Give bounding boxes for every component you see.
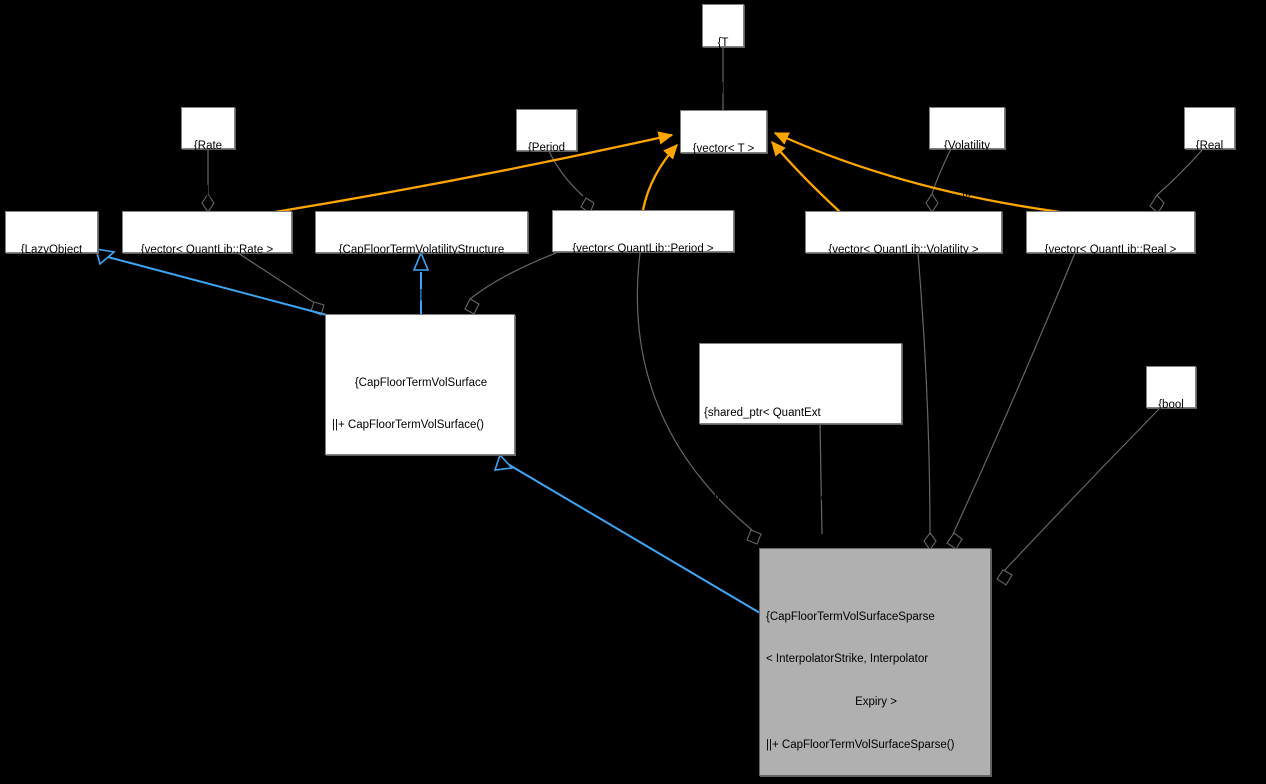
node-label-close: ||} [416,289,427,302]
edge-vectorreal-to-sparse [952,252,1076,535]
edge-period-to-vectorperiod [548,150,584,197]
node-vector-of-quantlib-rate[interactable]: {vector< QuantLib::Rate > ||} [122,211,292,301]
node-capfloor-term-volatility-structure[interactable]: {CapFloorTermVolatilityStructure ||} [315,211,528,301]
node-vector-of-t[interactable]: {vector< T > ||} [680,110,767,200]
node-label-close: ||} [1105,289,1116,302]
node-label: {vector< QuantLib::Period > [572,243,714,256]
class-title: {CapFloorTermVolSurfaceSparse [766,610,935,623]
node-real[interactable]: {Real ||} [1184,107,1235,197]
node-label-close: ||} [1204,185,1215,198]
node-line-2: ::OptionInterpolator2d [704,449,816,462]
edge-sharedptr-to-sparse [819,423,823,535]
node-label: {LazyObject [20,244,83,257]
node-label: {Rate [193,140,223,153]
edge-vectorvol-to-sparse [917,252,931,535]
node-label-close: ||} [541,187,552,200]
class-member: + CapFloorTermVolSurface() [332,504,479,517]
edge-volatility-to-vectorvol [931,148,952,195]
node-label: {vector< QuantLib::Real > [1044,244,1177,257]
class-member: + CapFloorTermVolSurface() [332,462,479,475]
node-label: {CapFloorTermVolatilityStructure [338,244,505,257]
triangle-lazyobject [94,248,116,266]
edge-real-to-vectorreal [1156,148,1204,196]
class-member: + CapFloorTermVolSurfaceSparse() [766,780,986,784]
node-line-4: Expiry > > [774,534,827,547]
edge-vectorperiod-to-surface [469,252,557,300]
node-label-close: ||} [46,289,57,302]
node-vector-of-quantlib-real[interactable]: {vector< QuantLib::Real > ||} [1026,211,1195,301]
node-label-close: ||} [962,185,972,198]
node-lazy-object[interactable]: {LazyObject ||} [5,211,98,301]
node-label-close: ||} [1166,444,1176,457]
node-bool[interactable]: {bool ||} [1146,366,1196,456]
node-label: {vector< T > [692,143,755,156]
edge-vectorreal-to-vectort [773,131,1061,214]
class-member: * performCalculations() [332,675,450,688]
node-label-close: ||} [718,82,728,95]
node-label-close: ||} [203,185,213,198]
triangle-surface [493,453,514,471]
node-vector-of-quantlib-period[interactable]: {vector< QuantLib::Period > ||} [552,210,734,300]
class-title: {CapFloorTermVolSurface [354,376,488,389]
edge-vectorrate-to-vectort [274,131,674,214]
class-title-line-2: < InterpolatorStrike, Interpolator [766,653,929,666]
diamond-vectorperiod-sparse [746,529,762,545]
class-member: ||+ CapFloorTermVolSurface() [332,419,485,432]
edge-vectorperiod-to-sparse [636,252,753,531]
class-close-brace: } [419,717,423,730]
node-vector-of-quantlib-volatility[interactable]: {vector< QuantLib::Volatility > ||} [805,211,1002,301]
node-label-close: ||} [638,288,648,301]
edge-surface-to-sparse [505,462,761,614]
class-member: + strikes() [332,589,383,602]
node-rate[interactable]: {Rate ||} [181,107,235,197]
node-volatility[interactable]: {Volatility ||} [929,107,1005,197]
node-label: {bool [1158,399,1184,412]
node-line-1: {shared_ptr< QuantExt [704,406,821,419]
edge-bool-to-sparse [1002,407,1161,573]
class-member: ||+ CapFloorTermVolSurfaceSparse() [766,738,955,751]
node-label: {Real [1195,140,1224,153]
class-member: * update() [332,632,383,645]
node-label: {Period [527,142,566,155]
node-label-close: ||} [898,289,909,302]
node-period[interactable]: {Period ||} [516,109,577,199]
diamond-bool-sparse [996,569,1013,586]
node-label-close: ||} [718,188,729,201]
node-line-3: < InterpolatorStrike, Interpolator [704,492,867,505]
class-title-line-3: Expiry > [855,696,897,709]
node-label: {vector< QuantLib::Rate > [140,244,274,257]
node-label-close: ||} [202,289,212,302]
triangle-tvs [412,250,430,271]
edge-vectorperiod-to-vectort [641,144,678,211]
class-member: + optionTenors() [332,547,416,560]
node-shared-ptr-option-interpolator2d[interactable]: {shared_ptr< QuantExt ::OptionInterpolat… [699,343,902,589]
node-template-param-t[interactable]: {T ||} [702,4,744,94]
node-capfloor-term-vol-surface-sparse[interactable]: {CapFloorTermVolSurfaceSparse < Interpol… [759,548,991,784]
edge-vectorvol-to-vectort [771,140,841,213]
node-label: {vector< QuantLib::Volatility > [828,244,979,257]
edge-lazyobject-to-surface [103,255,339,319]
edge-vectorrate-to-surface [237,252,314,303]
node-label: {Volatility [943,140,991,153]
node-label: {T [717,37,729,50]
diamond-vectorreal-sparse [946,532,963,550]
node-capfloor-term-vol-surface[interactable]: {CapFloorTermVolSurface ||+ CapFloorTerm… [325,314,515,730]
